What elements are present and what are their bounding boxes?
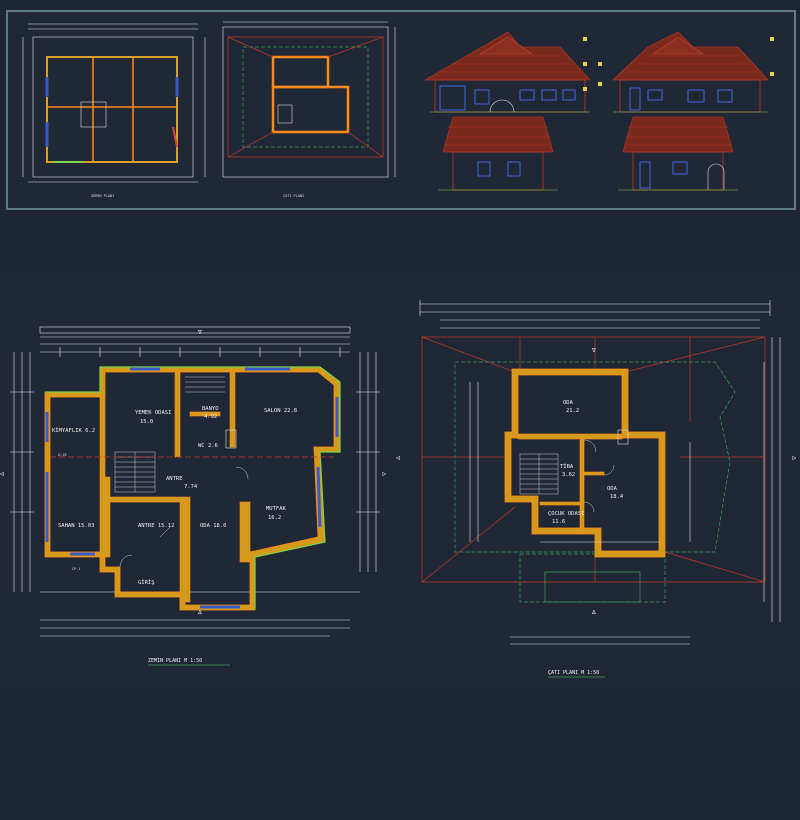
room-antre-label: ANTRE [166,476,183,482]
svg-text:ᐃ: ᐃ [592,610,597,616]
floor-plans-panel[interactable]: KİMYAFLIK 6.2 YEMEK ODASI 15.0 BANYO 4.9… [0,272,800,686]
room-mutfak-label: MUTFAK [266,506,287,512]
attic-oda1-label: ODA [563,400,574,406]
attic-oda2-label: ODA [607,486,618,492]
room-giris-label: GİRİŞ [138,579,155,586]
attic-plan-title: ÇATI PLANI M 1:50 [548,670,599,676]
attic-cocuk-label: ÇOCUK ODASI [548,511,584,517]
attic-tiba-label: TİBA [560,463,574,470]
elevation-rear [598,31,774,113]
attic-oda1-area: 21.2 [566,408,579,414]
svg-text:ᐊ: ᐊ [0,472,5,478]
svg-text:ᐊ: ᐊ [396,456,401,462]
room-oda-label: ODA 18.0 [200,523,227,529]
attic-oda2-area: 18.4 [610,494,624,500]
mini-ground-plan: ZEMIN PLANI [22,23,206,198]
room-banyo-area: 4.92 [204,414,217,420]
elevation-side-right [618,116,738,191]
room-salon-label: SALON 22.8 [264,408,297,414]
room-mutfak-area: 16.2 [268,515,281,521]
sheet-overview-panel[interactable]: ZEMIN PLANI ÇATI PLANI [6,10,796,210]
attic-tiba-area: 3.62 [562,472,575,478]
room-banyo-label: BANYO [202,406,219,412]
mini-attic-plan: ÇATI PLANI [222,21,396,198]
room-yemek-area: 15.0 [140,419,153,425]
room-antre-large-label: ANTRE 15.12 [138,523,174,529]
room-antre-area: 7.74 [184,484,198,490]
svg-text:ᐅ: ᐅ [792,456,797,462]
room-yemek-label: YEMEK ODASI [135,410,171,416]
room-sahan-label: SAHAN 15.03 [58,523,94,529]
svg-text:ᐁ: ᐁ [198,330,203,336]
mini-ground-plan-title: ZEMIN PLANI [91,194,114,198]
svg-text:ᐅ: ᐅ [382,472,387,478]
attic-floor-plan: ODA 21.2 ODA 18.4 ÇOCUK ODASI 11.6 TİBA … [396,300,797,678]
mini-attic-plan-title: ÇATI PLANI [283,194,304,198]
attic-cocuk-area: 11.6 [552,519,565,525]
room-kiler-label: KİMYAFLIK 6.2 [52,427,95,434]
elevation-side-left [438,116,558,191]
ground-plan-title: ZEMIN PLANI M 1:50 [148,658,202,664]
ground-floor-plan: KİMYAFLIK 6.2 YEMEK ODASI 15.0 BANYO 4.9… [0,326,387,666]
svg-text:ᐃ: ᐃ [198,610,203,616]
room-wc-label: WC 2.6 [198,443,218,449]
ground-section-label: 0-18 [58,453,66,457]
elevation-front [423,31,591,113]
svg-text:ᐁ: ᐁ [592,348,597,354]
ground-cp-label: CP-1 [72,567,80,571]
